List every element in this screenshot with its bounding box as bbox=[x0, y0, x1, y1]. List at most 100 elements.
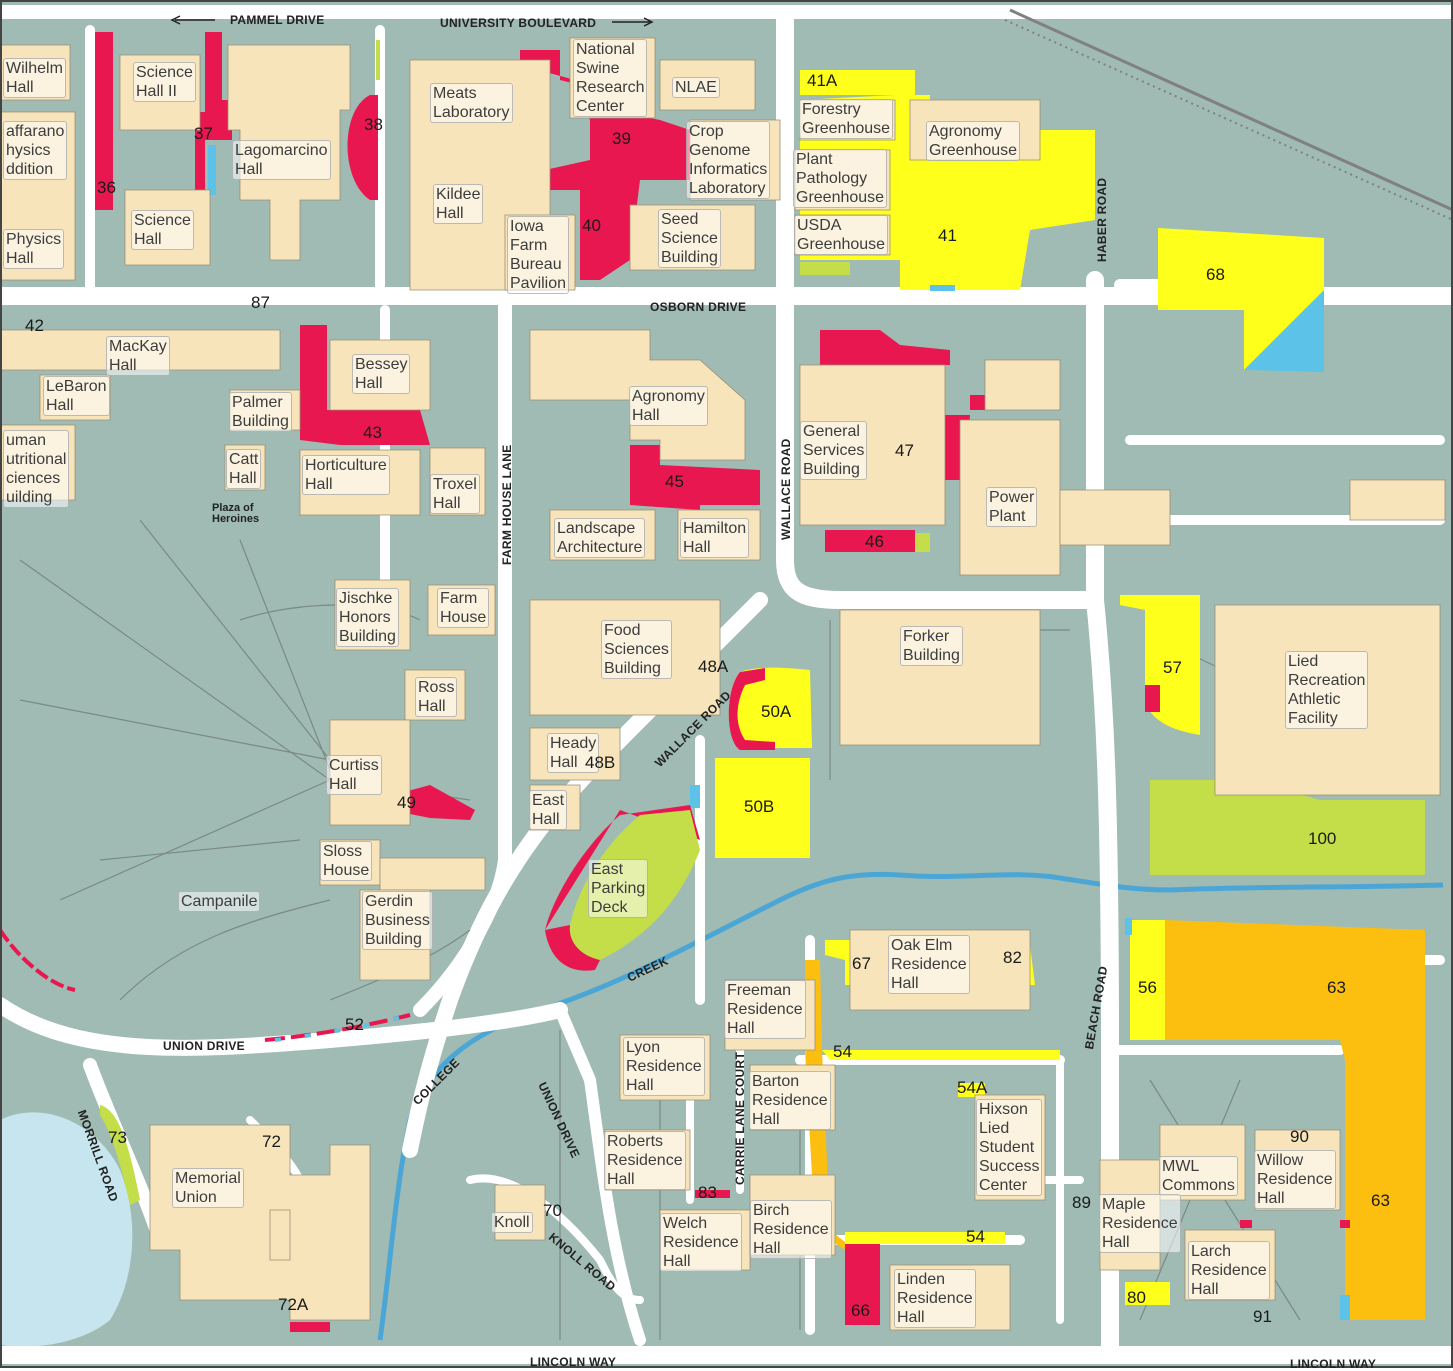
lot-number-73[interactable]: 73 bbox=[108, 1128, 127, 1147]
building-label-linden-residence-hall[interactable]: Linden Residence Hall bbox=[894, 1269, 976, 1328]
building-label-forestry-greenhouse[interactable]: Forestry Greenhouse bbox=[799, 99, 894, 139]
building-label-palmer-building[interactable]: Palmer Building bbox=[229, 392, 292, 432]
arrow-left-icon bbox=[170, 15, 215, 25]
building-label-landscape-architecture[interactable]: Landscape Architecture bbox=[554, 518, 646, 558]
lot-number-83[interactable]: 83 bbox=[698, 1183, 717, 1202]
building-label-agronomy-greenhouse[interactable]: Agronomy Greenhouse bbox=[926, 121, 1021, 161]
lot-number-37[interactable]: 37 bbox=[194, 124, 213, 143]
building-label-campanile[interactable]: Campanile bbox=[178, 891, 261, 912]
building-label-memorial-union[interactable]: Memorial Union bbox=[172, 1168, 244, 1208]
lot-number-90[interactable]: 90 bbox=[1290, 1127, 1309, 1146]
lot-number-41a[interactable]: 41A bbox=[807, 71, 838, 90]
building-label-caffarano-physics-addition[interactable]: affarano hysics ddition bbox=[3, 121, 68, 180]
building-label-national-swine-research-center[interactable]: National Swine Research Center bbox=[573, 39, 648, 117]
lot-number-89[interactable]: 89 bbox=[1072, 1193, 1091, 1212]
building-label-lied-recreation-athletic-facility[interactable]: Lied Recreation Athletic Facility bbox=[1285, 651, 1369, 729]
lot-number-54a[interactable]: 54A bbox=[957, 1078, 988, 1097]
building-label-birch-residence-hall[interactable]: Birch Residence Hall bbox=[750, 1200, 832, 1259]
building-label-east-hall[interactable]: East Hall bbox=[529, 790, 568, 830]
lot-number-80[interactable]: 80 bbox=[1127, 1288, 1146, 1307]
building-label-jischke-honors-building[interactable]: Jischke Honors Building bbox=[336, 588, 399, 647]
building-label-science-hall-ii[interactable]: Science Hall II bbox=[133, 62, 196, 102]
building-label-hixson-lied-student-success-center[interactable]: Hixson Lied Student Success Center bbox=[976, 1099, 1043, 1196]
building-label-heady-hall[interactable]: Heady Hall bbox=[547, 733, 600, 773]
building-label-gerdin-business-building[interactable]: Gerdin Business Building bbox=[362, 891, 433, 950]
building-label-human-nutritional-sciences-building[interactable]: uman utritional ciences uilding bbox=[3, 430, 70, 508]
building-label-lyon-residence-hall[interactable]: Lyon Residence Hall bbox=[623, 1037, 705, 1096]
building-label-east-parking-deck[interactable]: East Parking Deck bbox=[588, 859, 649, 918]
building-label-oak-elm-residence-hall[interactable]: Oak Elm Residence Hall bbox=[888, 935, 970, 994]
building-label-agronomy-hall[interactable]: Agronomy Hall bbox=[629, 386, 708, 426]
building-label-willow-residence-hall[interactable]: Willow Residence Hall bbox=[1254, 1150, 1336, 1209]
lot-number-43[interactable]: 43 bbox=[363, 423, 382, 442]
lot-number-54-north[interactable]: 54 bbox=[833, 1042, 852, 1061]
building-label-farm-house[interactable]: Farm House bbox=[437, 588, 490, 628]
building-label-iowa-farm-bureau-pavilion[interactable]: Iowa Farm Bureau Pavilion bbox=[507, 216, 570, 294]
building-label-horticulture-hall[interactable]: Horticulture Hall bbox=[302, 455, 390, 495]
lot-number-57[interactable]: 57 bbox=[1163, 658, 1182, 677]
lot-number-72a[interactable]: 72A bbox=[278, 1295, 309, 1314]
lot-number-100[interactable]: 100 bbox=[1308, 829, 1337, 848]
lot-number-70[interactable]: 70 bbox=[543, 1201, 562, 1220]
building-label-larch-residence-hall[interactable]: Larch Residence Hall bbox=[1188, 1241, 1270, 1300]
lot-number-54-south[interactable]: 54 bbox=[966, 1227, 985, 1246]
building-label-sloss-house[interactable]: Sloss House bbox=[320, 841, 373, 881]
lot-number-63-south[interactable]: 63 bbox=[1371, 1191, 1390, 1210]
lot-number-48b[interactable]: 48B bbox=[585, 753, 616, 772]
building-label-food-sciences-building[interactable]: Food Sciences Building bbox=[601, 620, 672, 679]
lot-number-46[interactable]: 46 bbox=[865, 532, 884, 551]
building-label-meats-laboratory[interactable]: Meats Laboratory bbox=[430, 83, 513, 123]
building-label-curtiss-hall[interactable]: Curtiss Hall bbox=[326, 755, 382, 795]
building-label-roberts-residence-hall[interactable]: Roberts Residence Hall bbox=[604, 1131, 686, 1190]
lot-number-49[interactable]: 49 bbox=[397, 793, 416, 812]
lot-number-82[interactable]: 82 bbox=[1003, 948, 1022, 967]
building-label-physics-hall[interactable]: Physics Hall bbox=[3, 229, 65, 269]
building-label-forker-building[interactable]: Forker Building bbox=[900, 626, 963, 666]
lot-number-66[interactable]: 66 bbox=[851, 1301, 870, 1320]
building-label-knoll[interactable]: Knoll bbox=[491, 1212, 533, 1233]
building-label-troxel-hall[interactable]: Troxel Hall bbox=[430, 474, 480, 514]
building-label-kildee-hall[interactable]: Kildee Hall bbox=[433, 184, 484, 224]
lot-number-91[interactable]: 91 bbox=[1253, 1307, 1272, 1326]
building-label-usda-greenhouse[interactable]: USDA Greenhouse bbox=[794, 215, 889, 255]
lot-number-56[interactable]: 56 bbox=[1138, 978, 1157, 997]
building-label-plant-pathology-greenhouse[interactable]: Plant Pathology Greenhouse bbox=[793, 149, 888, 208]
lot-number-67[interactable]: 67 bbox=[852, 954, 871, 973]
lot-number-47[interactable]: 47 bbox=[895, 441, 914, 460]
lot-number-50a[interactable]: 50A bbox=[761, 702, 792, 721]
building-label-freeman-residence-hall[interactable]: Freeman Residence Hall bbox=[724, 980, 806, 1039]
building-label-nlae[interactable]: NLAE bbox=[672, 77, 720, 98]
building-label-bessey-hall[interactable]: Bessey Hall bbox=[352, 354, 411, 394]
building-label-crop-genome-informatics-laboratory[interactable]: Crop Genome Informatics Laboratory bbox=[686, 121, 771, 199]
building-label-mackay-hall[interactable]: MacKay Hall bbox=[106, 336, 170, 376]
building-label-ross-hall[interactable]: Ross Hall bbox=[415, 677, 458, 717]
building-label-lebaron-hall[interactable]: LeBaron Hall bbox=[43, 376, 110, 416]
lot-number-36[interactable]: 36 bbox=[97, 178, 116, 197]
lot-number-42[interactable]: 42 bbox=[25, 316, 44, 335]
building-label-lagomarcino-hall[interactable]: Lagomarcino Hall bbox=[232, 140, 331, 180]
lot-number-87[interactable]: 87 bbox=[251, 293, 270, 312]
building-label-seed-science-building[interactable]: Seed Science Building bbox=[658, 209, 721, 268]
lot-number-41[interactable]: 41 bbox=[938, 226, 957, 245]
lot-number-48a[interactable]: 48A bbox=[698, 657, 729, 676]
building-label-mwl-commons[interactable]: MWL Commons bbox=[1159, 1156, 1238, 1196]
building-label-general-services-building[interactable]: General Services Building bbox=[800, 421, 868, 480]
lot-number-45[interactable]: 45 bbox=[665, 472, 684, 491]
building-label-catt-hall[interactable]: Catt Hall bbox=[226, 449, 262, 489]
building-label-science-hall[interactable]: Science Hall bbox=[131, 210, 194, 250]
building-label-wilhelm-hall[interactable]: Wilhelm Hall bbox=[3, 58, 66, 98]
lot-number-52[interactable]: 52 bbox=[345, 1015, 364, 1034]
lot-number-40[interactable]: 40 bbox=[582, 216, 601, 235]
lot-number-50b[interactable]: 50B bbox=[744, 797, 775, 816]
lot-number-72[interactable]: 72 bbox=[262, 1132, 281, 1151]
building-label-welch-residence-hall[interactable]: Welch Residence Hall bbox=[660, 1213, 742, 1272]
lot-number-63-north[interactable]: 63 bbox=[1327, 978, 1346, 997]
lot-number-68[interactable]: 68 bbox=[1206, 265, 1225, 284]
lot-number-38[interactable]: 38 bbox=[364, 115, 383, 134]
building-label-barton-residence-hall[interactable]: Barton Residence Hall bbox=[749, 1071, 831, 1130]
building-label-power-plant[interactable]: Power Plant bbox=[986, 487, 1038, 527]
building-label-maple-residence-hall[interactable]: Maple Residence Hall bbox=[1099, 1194, 1181, 1253]
building-label-hamilton-hall[interactable]: Hamilton Hall bbox=[680, 518, 750, 558]
lot-number-39[interactable]: 39 bbox=[612, 129, 631, 148]
